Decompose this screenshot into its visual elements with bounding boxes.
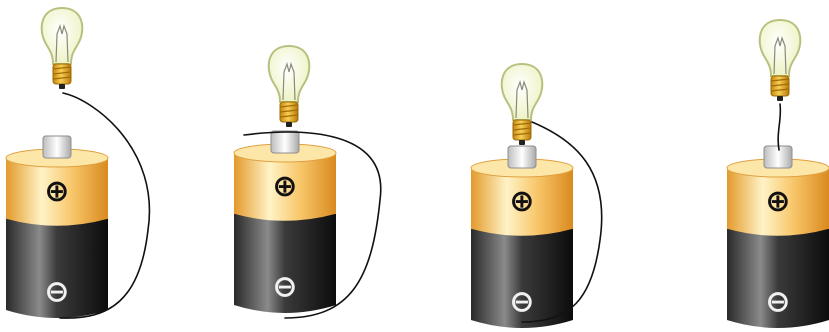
bulb-glass <box>758 18 802 77</box>
negative-sign: ⊖ <box>765 284 790 319</box>
bulb-base-thread <box>52 66 72 70</box>
positive-terminal-cap <box>507 145 537 169</box>
battery-cap <box>471 168 573 236</box>
light-bulb <box>500 62 544 145</box>
bulb-base-thread <box>279 114 299 118</box>
light-bulb <box>40 6 84 89</box>
positive-sign: ⊕ <box>509 184 534 219</box>
circuit-setup-c: ⊕⊖ <box>470 62 603 328</box>
connecting-wire <box>521 121 603 323</box>
bulb-base-thread <box>279 104 299 108</box>
battery-cap <box>6 158 108 226</box>
connecting-wire <box>777 103 782 151</box>
battery-cap <box>727 168 829 236</box>
bulb-base-thread <box>770 88 790 92</box>
positive-sign: ⊕ <box>44 174 69 209</box>
negative-sign: ⊖ <box>44 274 69 309</box>
bulb-tip-contact <box>286 122 292 127</box>
connecting-wire <box>59 92 151 319</box>
battery-body <box>6 218 108 318</box>
bulb-base-thread <box>770 78 790 82</box>
bulb-base-thread <box>770 83 790 87</box>
battery-body <box>471 228 573 328</box>
circuit-setup-d: ⊕⊖ <box>726 18 829 328</box>
bulb-filament <box>282 61 296 101</box>
bulb-base-thread <box>512 127 532 131</box>
connecting-wire <box>243 131 382 319</box>
bulb-base-thread <box>512 122 532 126</box>
bulb-glass <box>40 6 84 65</box>
bulb-tip-contact <box>519 140 525 145</box>
negative-sign: ⊖ <box>272 269 297 304</box>
light-bulb <box>758 18 802 101</box>
circuit-setup-b: ⊕⊖ <box>233 44 382 319</box>
bulb-tip-contact <box>777 96 783 101</box>
positive-terminal-cap <box>42 135 72 159</box>
bulb-filament <box>55 23 69 63</box>
light-bulb <box>267 44 311 127</box>
positive-terminal-cap <box>270 130 300 154</box>
bulb-filament <box>773 35 787 75</box>
bulb-base-thread <box>52 71 72 75</box>
bulb-base-thread <box>512 132 532 136</box>
bulb-tip-contact <box>59 84 65 89</box>
circuit-setup-a: ⊕⊖ <box>5 6 151 319</box>
bulb-glass <box>500 62 544 121</box>
battery-body <box>727 228 829 328</box>
bulb-glass <box>267 44 311 103</box>
positive-terminal-cap <box>763 145 793 169</box>
bulb-base-thread <box>279 109 299 113</box>
battery-cap <box>234 153 336 221</box>
bulb-filament <box>515 79 529 119</box>
bulb-base-thread <box>52 76 72 80</box>
positive-sign: ⊕ <box>765 184 790 219</box>
positive-sign: ⊕ <box>272 169 297 204</box>
negative-sign: ⊖ <box>509 284 534 319</box>
battery-body <box>234 213 336 313</box>
